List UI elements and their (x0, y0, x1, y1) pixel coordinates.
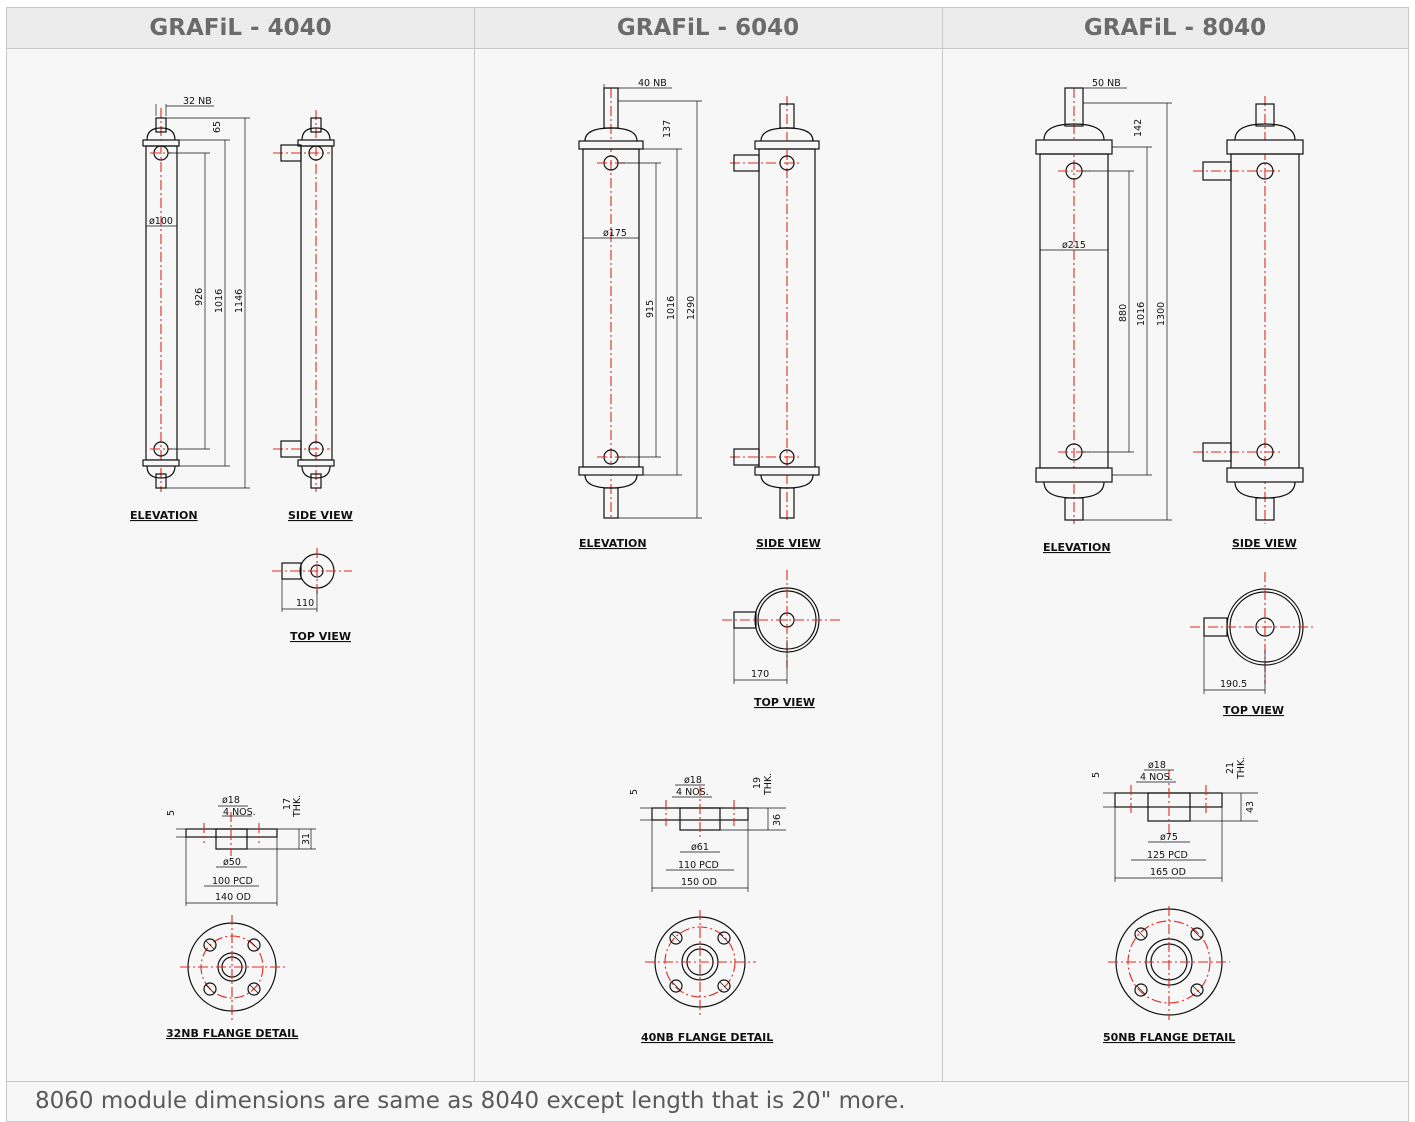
column-header-6040: GRAFiL - 6040 (474, 8, 942, 49)
flange-thk-dim: 19 (752, 777, 763, 789)
flange-section-6040 (640, 784, 786, 892)
flange-plan-4040 (180, 915, 288, 1020)
drawing-sheet: GRAFiL - 4040 GRAFiL - 6040 GRAFiL - 804… (6, 7, 1409, 1122)
top-view-dim: 190.5 (1220, 679, 1247, 690)
flange-nos: 4 NOS. (223, 807, 256, 818)
flange-pcd-dim: 110 PCD (678, 860, 719, 871)
top-view-label: TOP VIEW (754, 696, 815, 709)
side-view-label: SIDE VIEW (1232, 537, 1297, 550)
flange-pcd-dim: 125 PCD (1147, 850, 1188, 861)
column-divider (474, 8, 475, 1081)
flange-height-dim: 36 (772, 814, 783, 826)
top-view-4040 (272, 548, 352, 612)
flange-hole-dim: ø18 (684, 775, 702, 786)
flange-nos: 4 NOS. (1140, 772, 1173, 783)
column-header-8040: GRAFiL - 8040 (942, 8, 1408, 49)
nozzle-dim: 32 NB (183, 96, 212, 107)
column-divider (942, 8, 943, 1081)
footer-divider (7, 1081, 1408, 1082)
top-view-dim: 110 (296, 598, 314, 609)
flange-height-dim: 43 (1245, 801, 1256, 813)
mid-length-dim: 1016 (1136, 302, 1147, 326)
side-view-label: SIDE VIEW (288, 509, 353, 522)
flange-od-dim: 140 OD (215, 892, 251, 903)
flange-bore-dim: ø61 (691, 842, 709, 853)
flange-hole-dim: ø18 (1148, 760, 1166, 771)
flange-detail-label: 32NB FLANGE DETAIL (166, 1027, 298, 1040)
flange-nos: 4 NOS. (676, 787, 709, 798)
flange-od-dim: 165 OD (1150, 867, 1186, 878)
column-header-4040: GRAFiL - 4040 (7, 8, 474, 49)
flange-thk-label: THK. (1236, 757, 1247, 780)
side-view-4040 (273, 110, 335, 492)
flange-detail-label: 40NB FLANGE DETAIL (641, 1031, 773, 1044)
flange-detail-label: 50NB FLANGE DETAIL (1103, 1031, 1235, 1044)
footer-note: 8060 module dimensions are same as 8040 … (35, 1088, 906, 1114)
flange-section-8040 (1103, 769, 1258, 882)
top-dim: 65 (212, 121, 223, 133)
flange-hole-dim: ø18 (222, 795, 240, 806)
nozzle-dim: 40 NB (638, 78, 667, 89)
inner-length-dim: 915 (645, 300, 656, 318)
mid-length-dim: 1016 (666, 296, 677, 320)
flange-offset-dim: 5 (629, 789, 640, 795)
flange-bore-dim: ø75 (1160, 832, 1178, 843)
flange-section-4040 (176, 805, 316, 906)
diameter-dim: ø175 (603, 228, 627, 239)
overall-length-dim: 1300 (1156, 302, 1167, 326)
top-view-8040 (1190, 572, 1314, 694)
elevation-view-6040 (578, 84, 702, 520)
elevation-view-4040 (142, 104, 250, 492)
diameter-dim: ø215 (1062, 240, 1086, 251)
elevation-label: ELEVATION (579, 537, 647, 550)
flange-bore-dim: ø50 (223, 857, 241, 868)
flange-thk-label: THK. (292, 795, 303, 818)
flange-offset-dim: 5 (166, 810, 177, 816)
side-view-8040 (1193, 96, 1304, 524)
top-view-label: TOP VIEW (1223, 704, 1284, 717)
overall-length-dim: 1146 (234, 289, 245, 313)
mid-length-dim: 1016 (214, 289, 225, 313)
flange-thk-dim: 17 (282, 798, 293, 810)
top-view-6040 (722, 570, 840, 684)
overall-length-dim: 1290 (686, 296, 697, 320)
elevation-label: ELEVATION (130, 509, 198, 522)
side-view-label: SIDE VIEW (756, 537, 821, 550)
diameter-dim: ø100 (149, 216, 173, 227)
flange-pcd-dim: 100 PCD (212, 876, 253, 887)
flange-od-dim: 150 OD (681, 877, 717, 888)
inner-length-dim: 926 (194, 288, 205, 306)
flange-thk-dim: 21 (1225, 762, 1236, 774)
flange-plan-8040 (1108, 906, 1230, 1020)
elevation-view-8040 (1035, 87, 1172, 524)
flange-height-dim: 31 (301, 833, 312, 845)
nozzle-dim: 50 NB (1092, 78, 1121, 89)
flange-plan-6040 (645, 910, 756, 1018)
side-view-6040 (730, 96, 820, 520)
top-view-dim: 170 (751, 669, 769, 680)
top-dim: 142 (1133, 119, 1144, 137)
flange-offset-dim: 5 (1091, 772, 1102, 778)
top-dim: 137 (662, 120, 673, 138)
technical-drawings: 32 NB 65 ø100 926 1016 1146 ELEVATION SI… (130, 78, 1314, 1044)
inner-length-dim: 880 (1118, 304, 1129, 322)
top-view-label: TOP VIEW (290, 630, 351, 643)
elevation-label: ELEVATION (1043, 541, 1111, 554)
flange-thk-label: THK. (763, 773, 774, 796)
